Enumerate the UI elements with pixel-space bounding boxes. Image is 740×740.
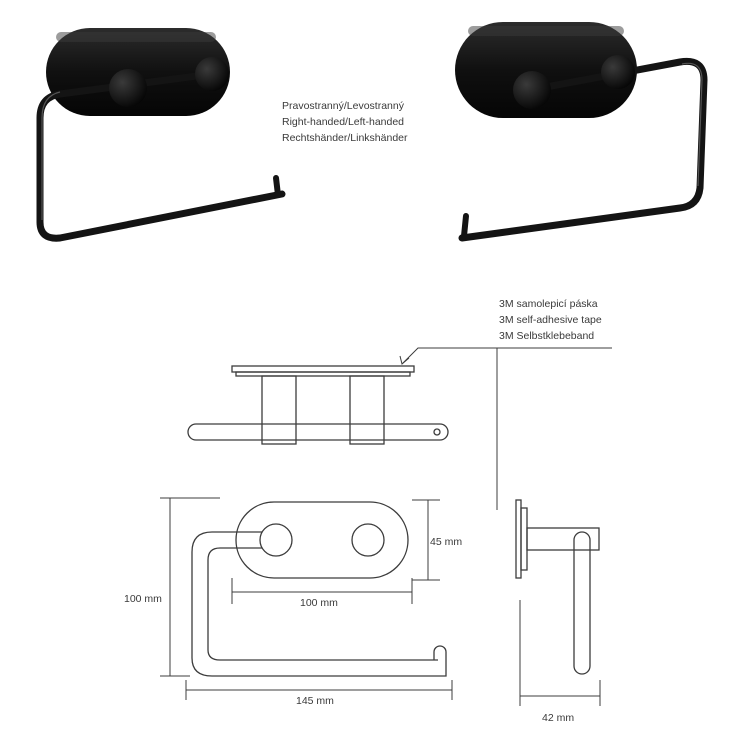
side-rod [573,531,591,675]
top-view-drawing [187,365,449,445]
holder-rod [458,57,708,242]
front-rod-tip [433,645,447,677]
tape-label-en: 3M self-adhesive tape [499,314,602,326]
rod-tip [461,213,469,239]
front-rod-outer [191,531,438,677]
tape-label-de: 3M Selbstklebeband [499,330,595,342]
front-plate [235,501,409,579]
dimension-lines [160,497,601,706]
holder-rod-highlight [41,91,61,220]
handedness-label-de: Rechtshänder/Linkshänder [282,132,408,144]
tape-leader [399,347,612,510]
holder-photo-left-handed [455,22,708,242]
handedness-label-en: Right-handed/Left-handed [282,116,405,128]
post-right [349,375,385,445]
knob-front [513,71,551,109]
side-tape [515,499,522,579]
knob-front [109,69,147,107]
holder-rod [36,70,286,242]
tape-label-cs: 3M samolepicí páska [499,298,598,310]
dimension-height: 100 mm [124,593,162,605]
tape-layer [231,365,415,373]
knob-back [195,57,229,91]
front-view-drawing [191,501,447,677]
dimension-total-width: 145 mm [296,695,334,707]
holder-rod-highlight [681,62,703,187]
front-knob-right [351,523,385,557]
rod-top-view [187,423,449,441]
side-view-drawing [515,499,600,675]
rod-tip [273,175,281,198]
dimension-plate-height: 45 mm [430,536,463,548]
knob-back [601,55,635,89]
dimension-plate-width: 100 mm [300,597,338,609]
side-plate [520,507,528,571]
rod-hole [433,428,441,436]
side-post [526,527,600,551]
handedness-label-cs: Pravostranný/Levostranný [282,100,404,112]
plate-edge [235,371,411,377]
post-left [261,375,297,445]
back-plate [455,22,637,118]
plate-highlight [56,32,216,42]
plate-highlight [468,26,624,36]
holder-photo-right-handed [36,28,286,242]
dimension-depth: 42 mm [542,712,575,724]
front-knob-left [259,523,293,557]
front-rod-inner [207,547,438,661]
